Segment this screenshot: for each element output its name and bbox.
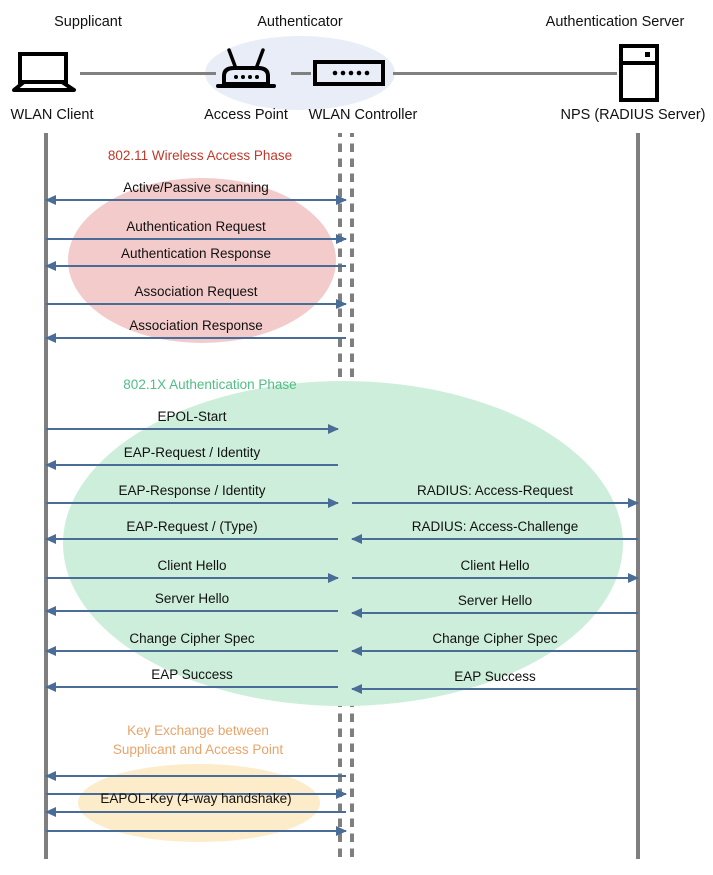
arrow-head-right-icon	[628, 573, 639, 583]
phase-label-key-exchange: Key Exchange between Supplicant and Acce…	[78, 721, 318, 759]
message-label: EAP-Response / Identity	[118, 483, 266, 498]
message-label: Association Response	[129, 318, 263, 333]
message-line	[46, 303, 346, 305]
message-label: EPOL-Start	[157, 409, 227, 424]
message-line	[46, 502, 338, 504]
message-line	[352, 502, 638, 504]
arrow-head-right-icon	[628, 498, 639, 508]
message-label: Server Hello	[457, 593, 533, 608]
message-label: Association Request	[134, 284, 258, 299]
message-line	[46, 538, 338, 540]
lifeline-supplicant	[44, 133, 48, 859]
message-line	[46, 830, 346, 832]
message-label: EAP-Request / (Type)	[126, 519, 258, 534]
arrow-head-left-icon	[351, 684, 362, 694]
arrow-head-right-icon	[336, 299, 347, 309]
actor-device-wlan-client: WLAN Client	[10, 107, 94, 123]
message-line	[352, 650, 638, 652]
arrow-head-right-icon	[336, 234, 347, 244]
arrow-head-left-icon	[45, 534, 56, 544]
message-label: Client Hello	[157, 558, 227, 573]
phase-blob-key-exchange	[78, 764, 320, 842]
phase-label-key-exchange-line2: Supplicant and Access Point	[112, 742, 284, 757]
actor-role-authenticator: Authenticator	[257, 14, 343, 30]
phase-label-wireless-access: 802.11 Wireless Access Phase	[107, 148, 293, 163]
server-icon	[618, 44, 660, 107]
actor-role-supplicant: Supplicant	[54, 14, 122, 30]
message-line	[46, 337, 346, 339]
message-label: Active/Passive scanning	[123, 180, 269, 195]
actor-role-authentication-server: Authentication Server	[545, 14, 685, 30]
arrow-head-left-icon	[45, 807, 56, 817]
access-point-icon	[216, 48, 276, 99]
arrow-head-left-icon	[351, 608, 362, 618]
arrow-head-left-icon	[45, 460, 56, 470]
message-line	[352, 538, 638, 540]
message-label: Change Cipher Spec	[432, 631, 558, 646]
arrow-head-right-icon	[328, 573, 339, 583]
arrow-head-left-icon	[45, 261, 56, 271]
message-line	[46, 686, 338, 688]
lifeline-radius-server	[636, 133, 640, 859]
arrow-head-left-icon	[45, 771, 56, 781]
phase-label-key-exchange-line1: Key Exchange between	[127, 723, 269, 738]
link-controller-to-server	[393, 72, 617, 75]
arrow-head-left-icon	[45, 682, 56, 692]
message-label: Server Hello	[154, 591, 230, 606]
link-ap-to-controller	[291, 72, 311, 75]
arrow-head-left-icon	[45, 333, 56, 343]
message-line	[46, 464, 338, 466]
actor-device-nps-radius-server: NPS (RADIUS Server)	[560, 107, 706, 123]
message-line	[46, 265, 346, 267]
message-line	[352, 577, 638, 579]
message-label: EAP-Request / Identity	[123, 445, 261, 460]
message-line	[46, 775, 346, 777]
actor-device-access-point: Access Point	[204, 107, 288, 123]
message-line	[46, 199, 346, 201]
wlan-controller-icon	[313, 60, 385, 91]
message-line	[46, 650, 338, 652]
message-line	[46, 238, 346, 240]
laptop-icon	[12, 52, 80, 99]
link-client-to-ap	[80, 72, 216, 75]
phase-label-dot1x-authentication: 802.1X Authentication Phase	[123, 377, 297, 392]
arrow-head-right-icon	[328, 498, 339, 508]
message-line	[46, 577, 338, 579]
message-label: Authentication Response	[120, 246, 272, 261]
arrow-head-right-icon	[328, 424, 339, 434]
arrow-head-right-icon	[336, 789, 347, 799]
arrow-head-right-icon	[336, 195, 347, 205]
message-line	[352, 612, 638, 614]
message-line	[46, 811, 346, 813]
message-label: Authentication Request	[126, 219, 266, 234]
arrow-head-left-icon	[45, 606, 56, 616]
message-label: EAP Success	[454, 669, 536, 684]
actor-device-wlan-controller: WLAN Controller	[308, 107, 418, 123]
arrow-head-left-icon	[45, 195, 56, 205]
message-label: RADIUS: Access-Challenge	[411, 519, 579, 534]
message-label: RADIUS: Access-Request	[416, 483, 574, 498]
message-line	[352, 688, 638, 690]
arrow-head-right-icon	[336, 826, 347, 836]
message-label: EAP Success	[151, 667, 233, 682]
phase-blob-wireless-access	[68, 178, 336, 343]
arrow-head-left-icon	[351, 534, 362, 544]
message-line	[46, 793, 346, 795]
message-label: EAPOL-Key (4-way handshake)	[100, 791, 292, 806]
arrow-head-left-icon	[45, 646, 56, 656]
message-line	[46, 428, 338, 430]
message-label: Client Hello	[460, 558, 530, 573]
message-line	[46, 610, 338, 612]
arrow-head-left-icon	[351, 646, 362, 656]
message-label: Change Cipher Spec	[129, 631, 255, 646]
